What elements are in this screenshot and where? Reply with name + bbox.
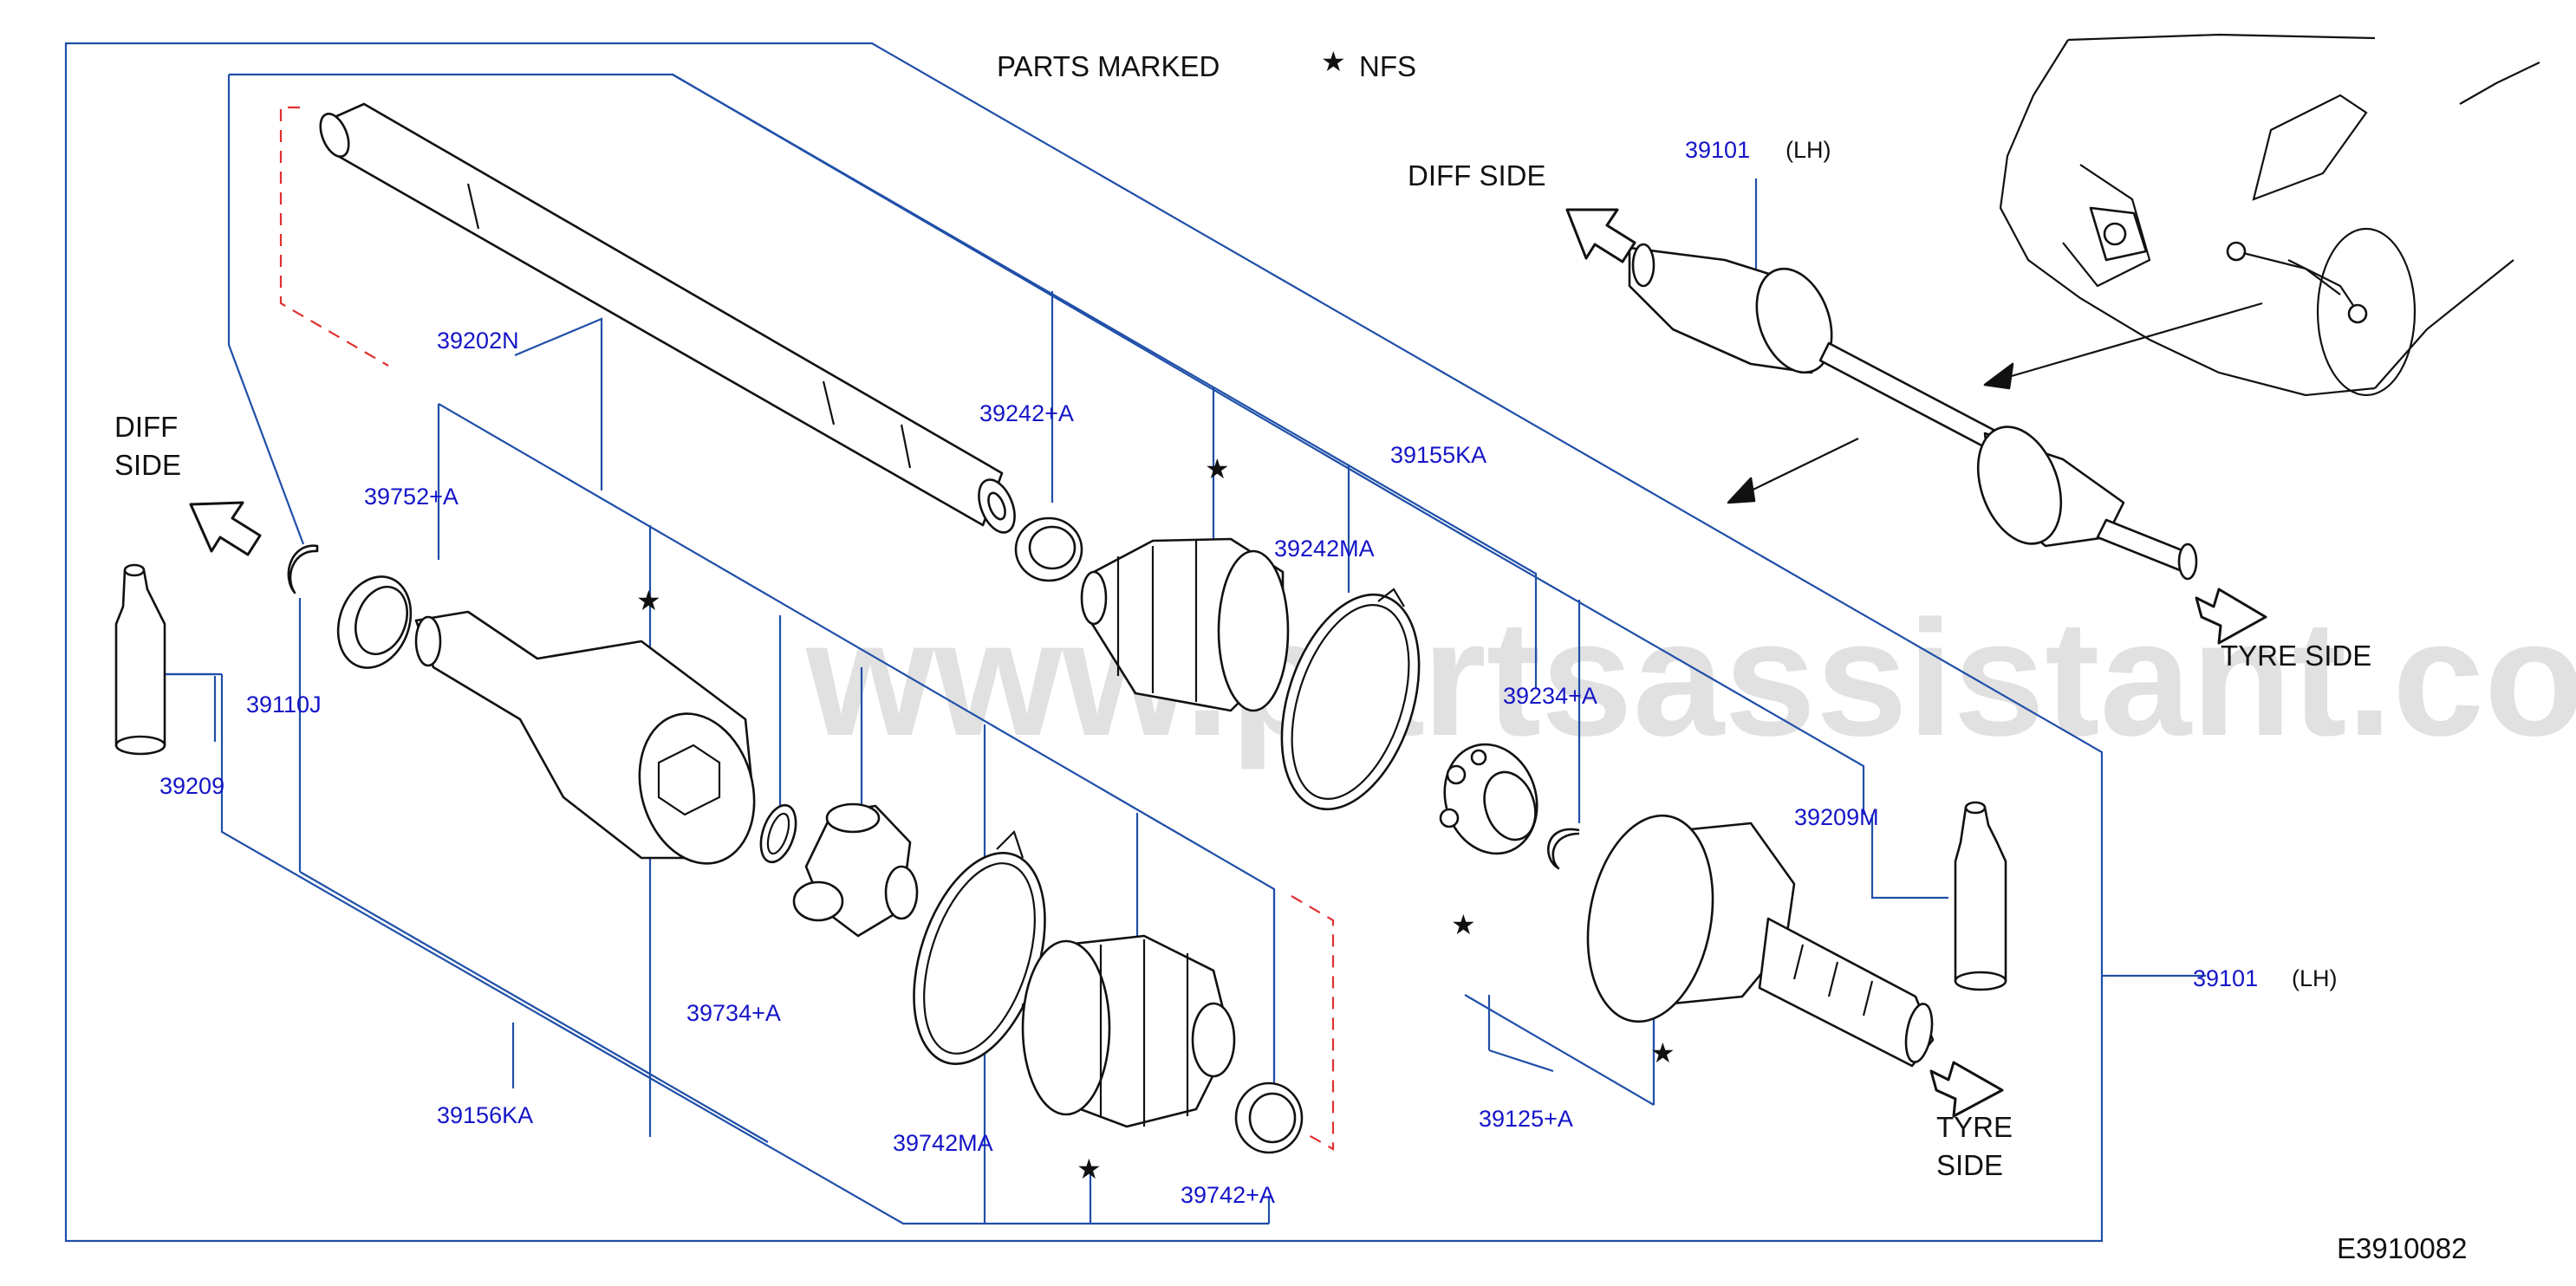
watermark: www.partsassistant.com [805, 587, 2576, 770]
part-number-39734A[interactable]: 39734+A [686, 1000, 781, 1026]
lh-label-top: (LH) [1786, 137, 1831, 163]
tyre-side-label-bottom-line1: TYRE [1936, 1111, 2013, 1143]
part-number-39242A[interactable]: 39242+A [979, 400, 1074, 426]
star-nfs-icon: ★ [1205, 452, 1230, 485]
tyre-side-label-bottom-line2: SIDE [1936, 1149, 2003, 1181]
large-band-clamp-lower [913, 829, 1046, 1065]
part-number-39202N[interactable]: 39202N [437, 328, 519, 354]
part-number-39742A[interactable]: 39742+A [1181, 1182, 1275, 1208]
lh-label-right: (LH) [2292, 965, 2338, 991]
part-number-39101-right[interactable]: 39101 [2193, 965, 2258, 991]
part-number-39125A[interactable]: 39125+A [1479, 1106, 1573, 1132]
part-number-39209M[interactable]: 39209M [1794, 804, 1879, 830]
driveshaft-long-shaft [319, 102, 1016, 534]
tyre-side-arrow-icon [1929, 1061, 2004, 1118]
pointer-arrows [1727, 302, 2263, 504]
boot-clamp-small [1014, 516, 1083, 582]
boot-clamp-lower-small [1234, 1081, 1304, 1154]
snap-ring-outer [1546, 828, 1580, 870]
reference-dashed-line-bottom [1291, 895, 1335, 1151]
part-number-39209[interactable]: 39209 [159, 773, 224, 799]
reference-dashed-line-top [279, 106, 389, 367]
part-number-39101-top[interactable]: 39101 [1685, 137, 1750, 163]
circlip-tripod [759, 803, 797, 864]
part-number-39110J[interactable]: 39110J [246, 692, 322, 718]
part-number-39242MA[interactable]: 39242MA [1274, 536, 1375, 562]
star-nfs-icon: ★ [1650, 1036, 1675, 1069]
large-band-clamp-upper [1280, 588, 1421, 811]
star-nfs-icon: ★ [1321, 45, 1346, 78]
oil-seal-left [336, 575, 413, 669]
outer-boot-upper [1080, 537, 1290, 712]
assembled-driveshaft-overview [1628, 243, 2198, 581]
part-number-39156KA[interactable]: 39156KA [437, 1102, 533, 1128]
outer-cv-joint [1586, 814, 1935, 1068]
inner-race-ball-cage [1439, 743, 1538, 855]
nfs-label: NFS [1359, 50, 1416, 82]
parts-marked-label: PARTS MARKED [997, 50, 1220, 82]
part-number-39742MA[interactable]: 39742MA [893, 1130, 993, 1156]
part-number-39234A[interactable]: 39234+A [1503, 683, 1597, 709]
grease-tube-right [1954, 801, 2007, 991]
star-nfs-icon: ★ [636, 584, 661, 617]
part-number-39155KA[interactable]: 39155KA [1390, 442, 1486, 468]
grease-tube-left [114, 563, 166, 756]
star-nfs-icon: ★ [1451, 908, 1476, 941]
diff-side-arrow-icon [1565, 208, 1636, 263]
part-number-39752A[interactable]: 39752+A [364, 484, 459, 510]
circlip-left [287, 544, 319, 594]
diff-side-label-left-line1: DIFF [114, 411, 178, 443]
diff-side-label-left-line2: SIDE [114, 449, 181, 481]
inner-boot-lower [1021, 934, 1236, 1128]
tyre-side-arrow-icon [2195, 588, 2267, 645]
diff-side-arrow-icon [189, 501, 262, 556]
car-front-outline [1999, 33, 2540, 397]
diff-side-label-top: DIFF SIDE [1408, 159, 1546, 192]
star-nfs-icon: ★ [1077, 1153, 1102, 1185]
tripod-spider [792, 802, 919, 938]
diagram-code: E3910082 [2337, 1232, 2467, 1264]
inner-joint-housing [414, 610, 756, 865]
tyre-side-label-right: TYRE SIDE [2221, 640, 2371, 672]
